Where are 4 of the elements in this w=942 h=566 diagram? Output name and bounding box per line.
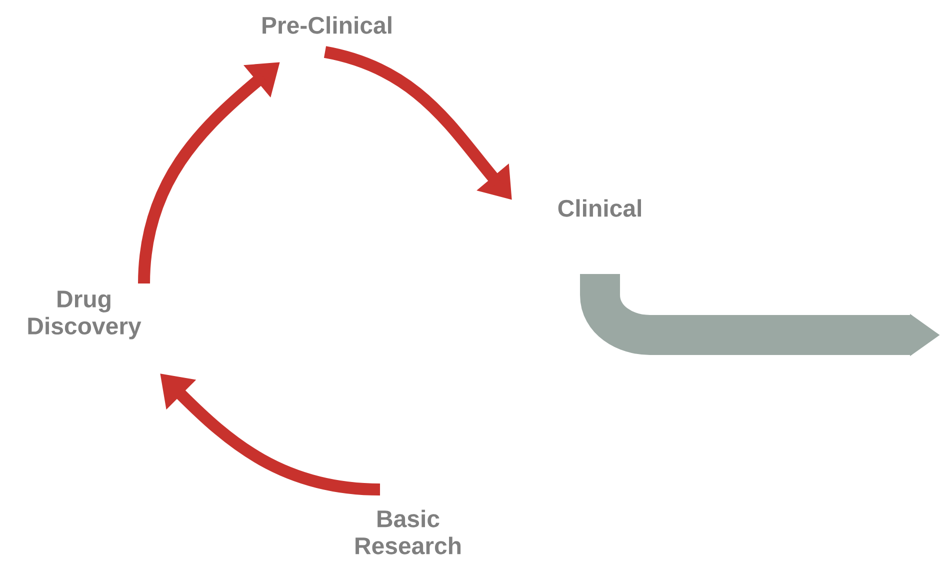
stage-label: Basic Research — [356, 510, 461, 554]
stage-label: Drug Discovery — [28, 290, 142, 340]
stage-label: Clinical — [558, 199, 641, 217]
stage-label: Pre-Clinical — [262, 16, 392, 34]
